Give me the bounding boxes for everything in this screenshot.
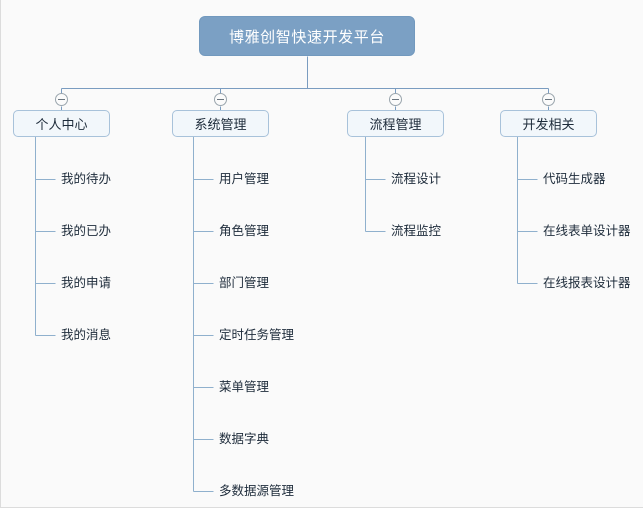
leaf-node-multi-datasource-management[interactable]: 多数据源管理 (219, 483, 295, 498)
leaf-node-data-dictionary[interactable]: 数据字典 (219, 431, 270, 446)
leaf-node-code-generator[interactable]: 代码生成器 (543, 171, 606, 186)
branch-node-development[interactable]: 开发相关 (500, 110, 597, 137)
minus-circle-icon-process-management[interactable] (389, 93, 402, 106)
leaf-node-department-management[interactable]: 部门管理 (219, 275, 270, 290)
leaf-node-my-messages[interactable]: 我的消息 (61, 327, 112, 342)
minus-circle-icon-personal-center[interactable] (55, 93, 68, 106)
leaf-node-online-form-designer[interactable]: 在线表单设计器 (543, 223, 631, 238)
branch-node-process-management[interactable]: 流程管理 (347, 110, 444, 137)
leaf-node-process-design[interactable]: 流程设计 (391, 171, 442, 186)
leaf-node-scheduled-task-management[interactable]: 定时任务管理 (219, 327, 295, 342)
leaf-node-role-management[interactable]: 角色管理 (219, 223, 270, 238)
leaf-node-user-management[interactable]: 用户管理 (219, 171, 270, 186)
leaf-node-my-applications[interactable]: 我的申请 (61, 275, 112, 290)
branch-node-system-management[interactable]: 系统管理 (172, 110, 269, 137)
minus-circle-icon-development[interactable] (542, 93, 555, 106)
root-node[interactable]: 博雅创智快速开发平台 (199, 16, 415, 56)
minus-circle-icon-system-management[interactable] (214, 93, 227, 106)
leaf-node-online-report-designer[interactable]: 在线报表设计器 (543, 275, 631, 290)
leaf-node-my-done[interactable]: 我的已办 (61, 223, 112, 238)
branch-node-personal-center[interactable]: 个人中心 (13, 110, 110, 137)
leaf-node-process-monitoring[interactable]: 流程监控 (391, 223, 442, 238)
leaf-node-menu-management[interactable]: 菜单管理 (219, 379, 270, 394)
leaf-node-my-todo[interactable]: 我的待办 (61, 171, 112, 186)
